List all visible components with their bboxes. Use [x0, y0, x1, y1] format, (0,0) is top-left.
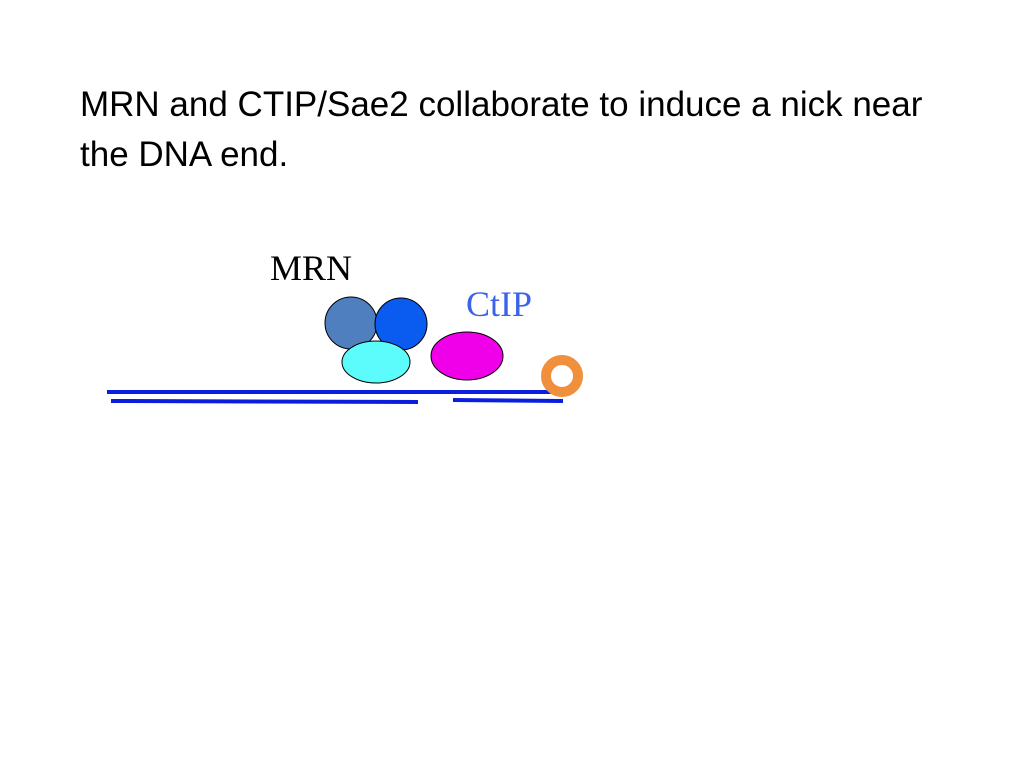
- mrn-subunit-bottom: [341, 340, 411, 384]
- mrn-label: MRN: [270, 248, 352, 288]
- ctip-label: CtIP: [466, 284, 532, 324]
- dna-end-marker: [541, 355, 583, 397]
- ctip-protein: [430, 331, 504, 381]
- dna-bottom-strand-left: [110, 399, 419, 404]
- dna-bottom-strand-right: [452, 398, 564, 403]
- slide-title: MRN and CTIP/Sae2 collaborate to induce …: [80, 85, 923, 174]
